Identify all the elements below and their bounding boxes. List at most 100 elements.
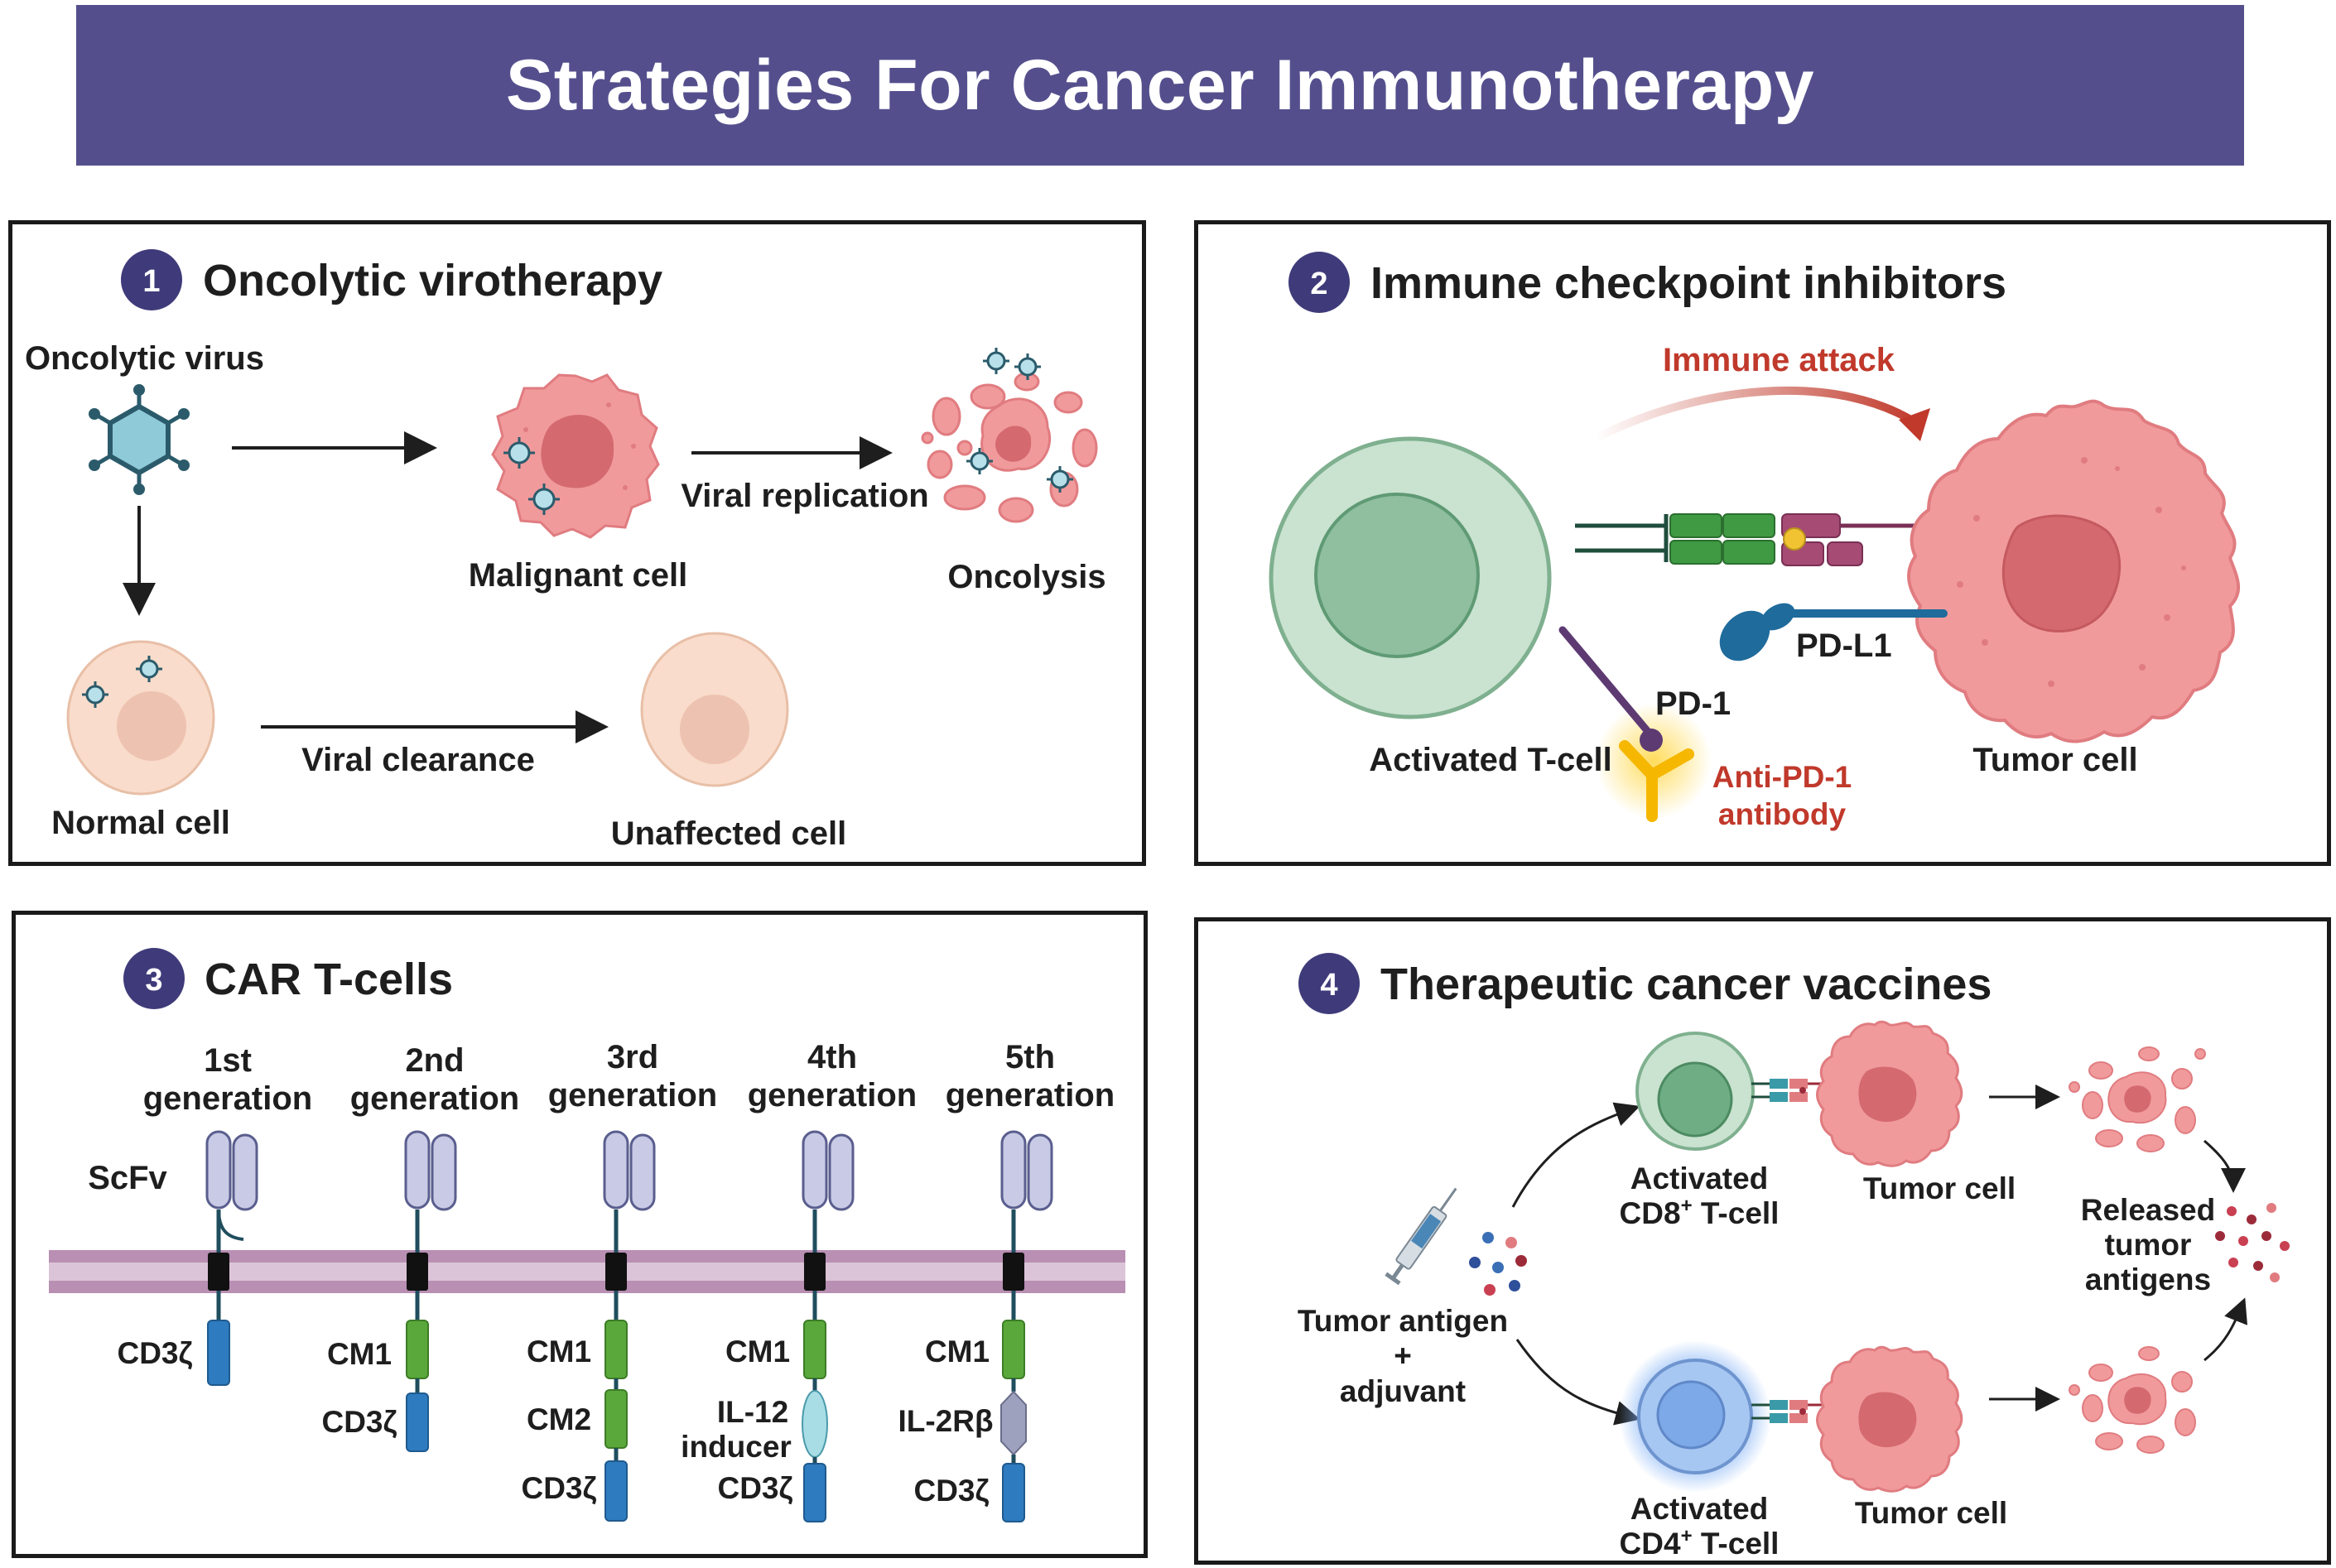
panel-title: Immune checkpoint inhibitors [1370, 258, 2006, 308]
released-antigens-label-line3: antigens [2085, 1263, 2211, 1296]
unaffected-cell-icon [640, 632, 789, 787]
activated-tcell-label: Activated T-cell [1369, 742, 1611, 778]
car-receptor-gen1 [205, 1130, 258, 1386]
pd-l1-icon [1719, 603, 1948, 661]
immune-attack-arrow [1593, 386, 1921, 442]
cd3z-domain [406, 1392, 429, 1452]
generation-4-word: generation [748, 1077, 917, 1113]
oncolysis-label: Oncolysis [947, 559, 1105, 595]
generation-1-number: 1st [204, 1042, 252, 1079]
anti-pd-1-antibody-label-line1: Anti-PD-1 [1712, 760, 1852, 794]
generation-5-number: 5th [1005, 1039, 1055, 1075]
gen3-cd3z-label: CD3ζ [521, 1471, 596, 1505]
generation-5-word: generation [946, 1077, 1115, 1113]
panel-number: 4 [1320, 968, 1337, 1003]
arrow-to-cd8 [1511, 1102, 1640, 1208]
panel-number-badge: 1 [121, 249, 182, 310]
oncolytic-virus-icon [89, 384, 190, 495]
immune-attack-arrowhead [1899, 408, 1930, 441]
panel-number-badge: 3 [123, 948, 185, 1009]
panel-number-badge: 2 [1288, 252, 1350, 313]
cm1-domain [406, 1320, 429, 1379]
gen3-cm1-label: CM1 [527, 1335, 591, 1368]
il-12-inducer-domain [802, 1390, 828, 1458]
panel-title: CAR T-cells [205, 955, 453, 1004]
panel-immune-checkpoint-inhibitors: 2 Immune checkpoint inhibitors Immune at… [1194, 220, 2331, 866]
panel-number: 1 [142, 264, 160, 299]
cd8-tcell-icon [1635, 1032, 1755, 1151]
tcr-mhc-complex-icon [1575, 513, 1942, 566]
cd4-label-line1: Activated [1630, 1492, 1769, 1526]
virus-particle-icon [1047, 466, 1073, 493]
cd4-label-line2: CD4+ T-cell [1620, 1525, 1780, 1561]
generation-2-word: generation [350, 1080, 519, 1117]
tcr-mhc-complex-icon [1751, 1400, 1828, 1423]
pd-1-icon [1558, 626, 1663, 752]
tcr-mhc-complex-icon [1751, 1079, 1828, 1102]
normal-cell-icon [66, 640, 215, 796]
gen5-cd3z-label: CD3ζ [913, 1474, 989, 1508]
panel-title: Therapeutic cancer vaccines [1380, 960, 1992, 1009]
oncolytic-virus-label: Oncolytic virus [25, 340, 264, 377]
malignant-cell-label: Malignant cell [469, 557, 688, 594]
car-receptor-gen5 [1000, 1130, 1053, 1522]
arrow-bottom-to-released [2204, 1297, 2248, 1362]
car-receptor-gen3 [603, 1130, 656, 1522]
cm1-domain [604, 1320, 628, 1379]
viral-replication-label: Viral replication [681, 478, 928, 514]
unaffected-cell-label: Unaffected cell [611, 815, 847, 852]
cm1-domain [803, 1320, 826, 1379]
cd8-label-line1: Activated [1630, 1162, 1769, 1195]
gen4-il12-label-line2: inducer [681, 1430, 792, 1464]
generation-3-word: generation [548, 1077, 717, 1113]
arrow-to-cd4 [1515, 1339, 1640, 1426]
viral-clearance-label: Viral clearance [301, 742, 535, 778]
generation-4-header: 4th generation [748, 1039, 917, 1113]
tumor-cell-icon [1907, 399, 2241, 743]
panel-number: 3 [145, 963, 162, 998]
anti-pd-1-antibody-icon [1619, 740, 1694, 822]
syringe-icon [1385, 1187, 1457, 1286]
released-antigens-label-line1: Released [2081, 1193, 2216, 1227]
malignant-cell-icon [491, 373, 660, 539]
released-antigen-dots-icon [2215, 1203, 2290, 1282]
tumor-cell-label: Tumor cell [1972, 742, 2137, 778]
virus-particle-icon [966, 448, 993, 474]
panel-number: 2 [1310, 267, 1327, 301]
panel-therapeutic-cancer-vaccines: 4 Therapeutic cancer vaccines Tumor anti… [1194, 917, 2331, 1565]
pd-l1-label: PD-L1 [1796, 628, 1892, 664]
generation-2-number: 2nd [405, 1042, 464, 1079]
cm2-domain [604, 1389, 628, 1449]
tumor-cell-top-label: Tumor cell [1863, 1171, 2016, 1205]
virus-particle-icon [528, 483, 560, 515]
cd3z-domain [604, 1460, 628, 1522]
gen4-cm1-label: CM1 [725, 1335, 790, 1368]
activated-tcell-icon [1269, 436, 1552, 719]
cd4-tcell-icon [1637, 1359, 1753, 1474]
generation-5-header: 5th generation [946, 1039, 1115, 1113]
tumor-antigen-label-line2: + [1394, 1339, 1412, 1373]
tumor-antigen-label-line1: Tumor antigen [1298, 1304, 1508, 1338]
virus-particle-icon [1014, 354, 1041, 380]
generation-2-header: 2nd generation [350, 1042, 519, 1117]
cd3z-domain [803, 1463, 826, 1522]
title-banner: Strategies For Cancer Immunotherapy [76, 5, 2244, 166]
gen4-cd3z-label: CD3ζ [717, 1471, 792, 1505]
car-receptor-gen4 [802, 1130, 855, 1522]
pd-1-label: PD-1 [1655, 685, 1731, 722]
generation-4-number: 4th [807, 1039, 857, 1075]
cd8-label-line2: CD8+ T-cell [1620, 1195, 1780, 1230]
tumor-cell-icon [1816, 1345, 1963, 1493]
generation-3-number: 3rd [607, 1039, 658, 1075]
gen3-cm2-label: CM2 [527, 1402, 591, 1436]
antibody-glow [1596, 703, 1712, 819]
arrow-top-to-released [2204, 1139, 2246, 1193]
panel-car-t-cells: 3 CAR T-cells ScFv 1st generation 2nd ge… [12, 911, 1148, 1558]
gen4-il12-label-line1: IL-12 [717, 1395, 788, 1429]
lysed-nucleus [2124, 1387, 2151, 1414]
il-2rb-domain [1000, 1390, 1027, 1456]
car-receptor-gen2 [404, 1130, 457, 1452]
immune-attack-label: Immune attack [1663, 342, 1895, 378]
oncolysis-nucleus-fragment [995, 426, 1032, 462]
gen2-cd3z-label: CD3ζ [321, 1405, 397, 1439]
